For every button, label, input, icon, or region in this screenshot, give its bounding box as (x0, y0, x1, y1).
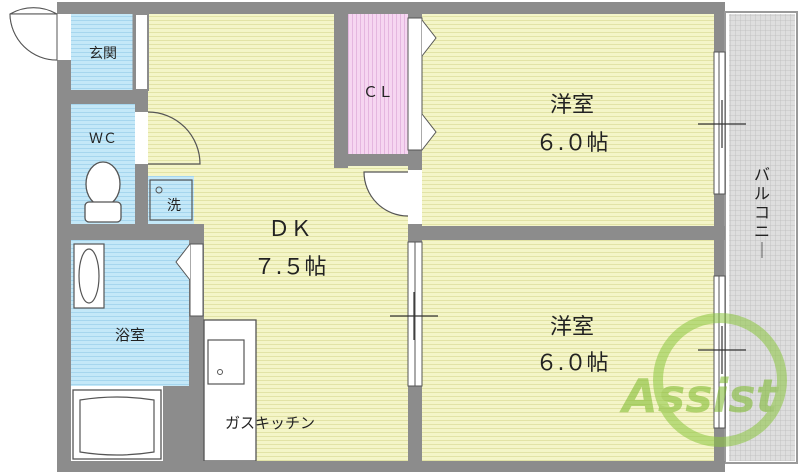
washbasin-icon (73, 243, 105, 309)
wall-wc-bath (57, 224, 204, 240)
closet-floor (348, 14, 408, 154)
bath-door[interactable] (189, 243, 204, 317)
wc-door[interactable] (147, 111, 201, 165)
wall-genkan-wc (57, 90, 148, 104)
label-room2: 洋室 (550, 315, 594, 340)
wc-door-opening (135, 112, 148, 164)
wall-closet-bottom (334, 154, 422, 166)
sink-icon (207, 339, 245, 385)
label-genkan: 玄関 (89, 45, 117, 62)
assist-logo: Assist (619, 313, 787, 447)
crosshair-marker (390, 100, 746, 374)
room1-door[interactable] (363, 171, 409, 217)
wall-room-divider (408, 226, 725, 240)
label-sentaku: 洗 (167, 198, 181, 214)
label-wc: ＷＣ (89, 131, 117, 147)
sentaku-floor (148, 176, 194, 224)
closet-door[interactable] (407, 17, 437, 151)
bath-door-fold (175, 243, 191, 281)
room2-window[interactable] (713, 275, 726, 429)
label-kitchen: ガスキッチン (225, 414, 315, 432)
wall-left-bath (57, 104, 71, 461)
wall-bottom (57, 461, 725, 472)
label-room1-size: ６.０帖 (536, 131, 609, 156)
entrance-door-arc (9, 13, 58, 61)
genkan-floor (71, 14, 135, 90)
room1-door-opening (408, 170, 422, 224)
entrance-opening (57, 14, 71, 60)
wall-closet-left (334, 2, 348, 168)
bathtub-icon (72, 389, 162, 460)
label-cl: ＣＬ (363, 83, 393, 101)
label-dk: ＤＫ (268, 217, 312, 242)
label-room2-size: ６.０帖 (536, 351, 609, 376)
room1-window[interactable] (713, 51, 726, 195)
genkan-frame (134, 13, 149, 91)
label-yokushitsu: 浴室 (115, 326, 145, 344)
label-dk-size: ７.５帖 (254, 255, 327, 280)
watermark-text: Assist (619, 369, 780, 423)
label-room1: 洋室 (550, 93, 594, 118)
room2-sliding-door[interactable] (407, 241, 423, 387)
label-balcony: バルコニ｜ (754, 165, 770, 260)
toilet-icon (84, 161, 122, 223)
room1-floor (422, 14, 714, 226)
washer-drain-icon (155, 186, 163, 194)
washer-pan (149, 179, 193, 221)
